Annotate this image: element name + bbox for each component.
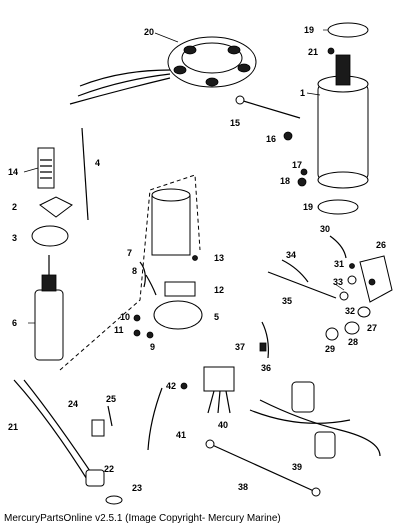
callout-42: 41 (176, 430, 186, 440)
nut-17 (300, 168, 308, 176)
harness-22 (13, 379, 91, 485)
nut-9 (146, 331, 154, 339)
callout-38: 37 (235, 342, 245, 352)
part-29 (344, 321, 360, 335)
callout-22: 21 (8, 422, 18, 432)
callout-10: 10 (120, 312, 130, 322)
callout-31: 30 (320, 224, 330, 234)
dashed-outline (59, 174, 201, 371)
screw-13 (192, 255, 198, 261)
callout-14: 14 (8, 167, 18, 177)
stator (69, 36, 257, 105)
lead-37 (261, 321, 269, 359)
part-3 (31, 225, 69, 247)
cable-35 (281, 259, 309, 283)
nut-32 (349, 263, 355, 269)
nut-16 (283, 131, 293, 141)
callout-15: 15 (230, 118, 240, 128)
spring-kit (37, 147, 55, 189)
collar-bottom (317, 199, 359, 215)
callout-26: 25 (106, 394, 116, 404)
harness-40 (249, 381, 381, 459)
callout-7: 7 (127, 248, 132, 258)
callout-33: 32 (345, 306, 355, 316)
callout-37: 36 (261, 363, 271, 373)
regulator-41 (203, 366, 235, 392)
washer-34 (347, 275, 357, 285)
callout-16: 16 (266, 134, 276, 144)
callout-35: 34 (286, 250, 296, 260)
callout-18: 18 (280, 176, 290, 186)
part-2 (39, 196, 73, 218)
callout-43: 42 (166, 381, 176, 391)
callout-34: 33 (333, 277, 343, 287)
callout-30: 29 (325, 344, 335, 354)
cable-15 (239, 99, 301, 119)
callout-25: 24 (68, 399, 78, 409)
callout-32: 31 (334, 259, 344, 269)
callout-8: 8 (132, 266, 137, 276)
harness-42 (147, 387, 163, 451)
callout-19a: 19 (304, 25, 314, 35)
screw-20 (327, 47, 335, 55)
callout-36: 35 (282, 296, 292, 306)
callout-13: 13 (214, 253, 224, 263)
callout-12: 12 (214, 285, 224, 295)
callout-29: 28 (348, 337, 358, 347)
callout-6: 6 (12, 318, 17, 328)
cable-36 (267, 271, 337, 299)
trigger-5 (153, 300, 203, 330)
cable-39 (209, 443, 317, 493)
part-30 (325, 327, 339, 341)
callout-17: 17 (292, 160, 302, 170)
washer-11 (133, 329, 141, 337)
callout-24: 23 (132, 483, 142, 493)
lead-26 (107, 405, 113, 427)
clip-38 (259, 342, 267, 352)
starter-motor (317, 54, 369, 189)
callout-28: 27 (367, 323, 377, 333)
callout-19b: 19 (303, 202, 313, 212)
callout-11: 11 (114, 325, 124, 335)
callout-23: 22 (104, 464, 114, 474)
coil-6 (34, 255, 64, 361)
plate-12 (164, 281, 196, 297)
callout-21: 20 (144, 27, 154, 37)
callout-5: 5 (214, 312, 219, 322)
screw-43 (180, 382, 188, 390)
washer-18 (297, 177, 307, 187)
callout-4: 4 (95, 158, 100, 168)
part-25 (91, 419, 105, 437)
copyright-footer: MercuryPartsOnline v2.5.1 (Image Copyrig… (4, 513, 281, 524)
collar-top (327, 22, 369, 38)
callout-40: 39 (292, 462, 302, 472)
rod-4 (81, 127, 89, 221)
washer-33 (339, 291, 349, 301)
callout-1: 1 (300, 88, 305, 98)
callout-9: 9 (150, 342, 155, 352)
callout-3: 3 (12, 233, 17, 243)
part-28 (357, 306, 371, 318)
callout-20: 21 (308, 47, 318, 57)
cable-31 (329, 235, 347, 259)
washer-10 (133, 314, 141, 322)
grommet-24 (105, 495, 123, 505)
lead-7 (139, 261, 146, 288)
callout-2: 2 (12, 202, 17, 212)
sleeve (151, 188, 191, 256)
switch-23 (85, 469, 105, 487)
bracket-27 (359, 255, 393, 303)
callout-27: 26 (376, 240, 386, 250)
lead-8 (145, 274, 157, 296)
callout-39: 38 (238, 482, 248, 492)
callout-41: 40 (218, 420, 228, 430)
